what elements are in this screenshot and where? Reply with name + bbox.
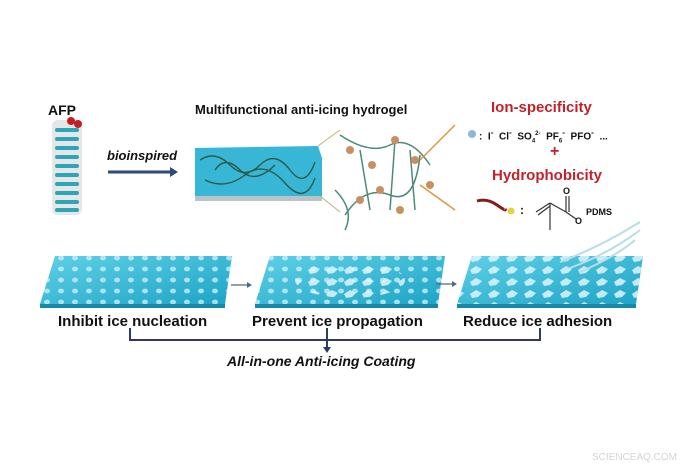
watermark: SCIENCEAQ.COM [592,452,678,463]
convergence-bracket [129,328,541,349]
hydrophobic-colon: : [520,203,524,217]
hydrophobic-chain-icon [476,198,515,215]
colon: : [479,131,483,143]
ice-panel-propagation [255,256,445,308]
step-label-propagation: Prevent ice propagation [252,313,423,330]
carbonyl-o: O [563,186,571,196]
ion-icon [468,130,476,138]
plus-sign: + [550,143,560,160]
methacrylate-structure [535,196,577,230]
ion-list: : I- Cl- SO42- PF6- PFO- ... [479,127,608,145]
ice-panel-nucleation [40,256,232,308]
polymer-network-illustration [334,124,456,231]
ellipsis: ... [599,131,608,143]
ice-panel-adhesion [457,221,643,308]
ion-specificity-label: Ion-specificity [491,99,592,116]
hydrogel-title: Multifunctional anti-icing hydrogel [195,102,408,117]
ion-hexafluorophosphate: PF [546,131,559,143]
afp-protein-illustration [52,117,82,215]
ion-chloride: Cl [499,131,510,143]
bioinspired-arrow [108,167,178,177]
bioinspired-label: bioinspired [107,148,178,163]
ester-o: O [575,216,583,226]
pdms-label: PDMS [586,207,613,217]
ion-sulfate: SO [517,131,532,143]
step-label-nucleation: Inhibit ice nucleation [58,313,208,330]
hydrogel-block [195,129,341,213]
step-label-adhesion: Reduce ice adhesion [463,313,613,330]
ion-iodide: I [487,131,491,143]
hydrophobicity-label: Hydrophobicity [492,167,603,184]
afp-label: AFP [48,102,76,118]
ion-pfo: PFO [570,131,592,143]
down-arrow [323,347,331,353]
conclusion-label: All-in-one Anti-icing Coating [227,353,416,369]
step-arrows [231,281,457,288]
